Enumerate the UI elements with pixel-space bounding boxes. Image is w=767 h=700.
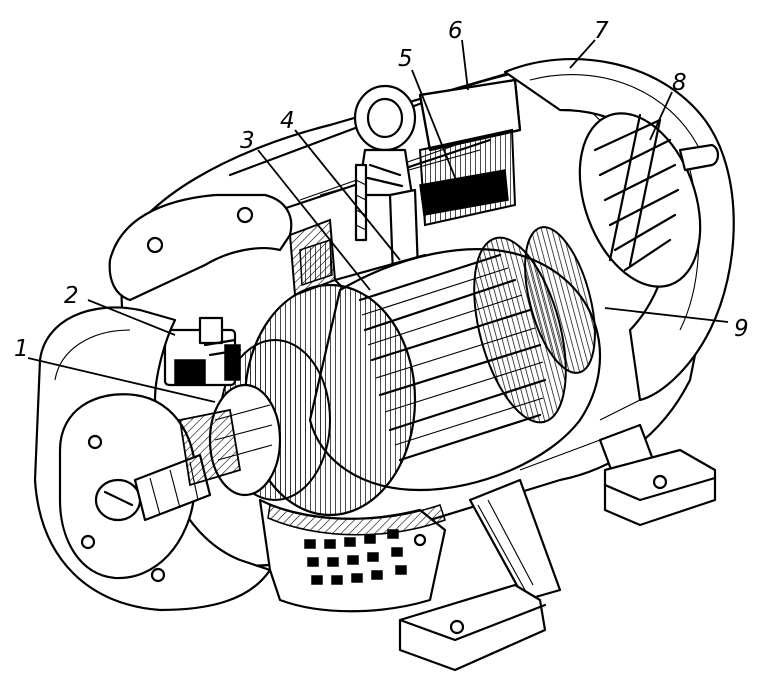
callout-9: 9	[734, 316, 749, 342]
brush-holder	[163, 316, 242, 387]
callout-5: 5	[398, 46, 413, 72]
mounting-feet	[398, 423, 717, 672]
shaft-rear	[678, 143, 720, 172]
callout-4: 4	[280, 108, 295, 134]
callout-3: 3	[240, 128, 255, 154]
leader-8	[649, 91, 673, 141]
leader-6	[461, 39, 469, 91]
callout-7: 7	[594, 18, 609, 44]
leader-lines	[27, 39, 729, 403]
front-end-shield	[33, 306, 272, 612]
lower-casing	[258, 498, 447, 613]
front-flange	[108, 193, 293, 302]
leader-9	[604, 307, 729, 323]
leader-2	[87, 299, 176, 336]
commutator	[208, 283, 417, 517]
callouts: 1 2 3 4 5 6 7 8 9	[14, 18, 749, 362]
lifting-eye-bolt	[353, 84, 417, 242]
leader-3	[257, 149, 371, 291]
callout-2: 2	[64, 283, 79, 309]
callout-8: 8	[672, 70, 687, 96]
callout-6: 6	[448, 18, 463, 44]
stator-section	[288, 78, 522, 297]
cooling-fan	[578, 112, 702, 288]
callout-1: 1	[14, 336, 29, 362]
leader-7	[569, 39, 596, 69]
leader-4	[294, 129, 401, 261]
leader-5	[411, 69, 459, 186]
leader-1	[27, 357, 216, 403]
